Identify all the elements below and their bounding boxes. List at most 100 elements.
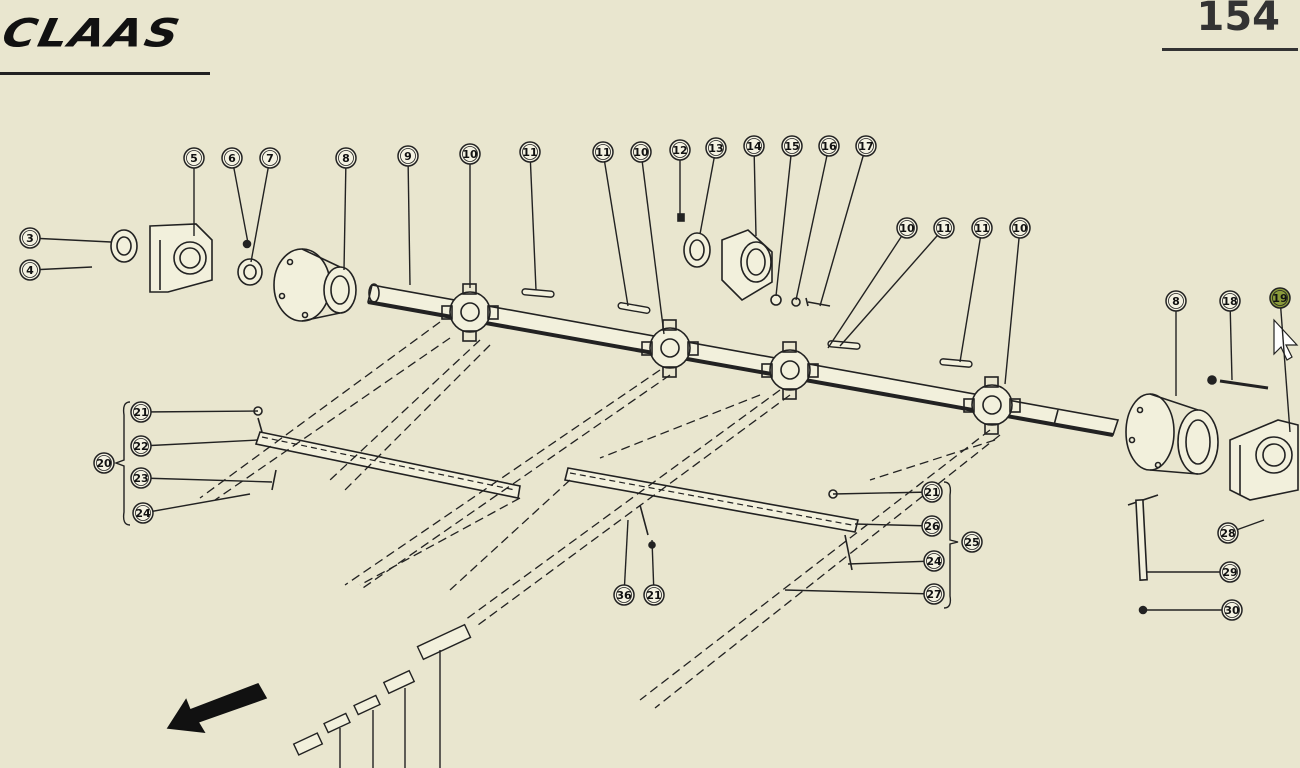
callout-leader [839,227,945,347]
guide-teeth [292,623,472,768]
chain-ghost-line [464,389,781,621]
callout-leader [699,147,717,235]
callout-leader [140,439,259,447]
callout-8: 8 [1165,290,1187,312]
callout-leader [142,493,251,514]
svg-text:9: 9 [404,150,412,163]
svg-text:14: 14 [746,140,762,153]
grease-nipple [242,239,252,249]
svg-text:23: 23 [133,472,148,485]
flange-hub [273,248,357,322]
callout-13: 13 [705,137,727,159]
callout-6: 6 [221,147,243,169]
callout-10: 10 [1009,217,1031,239]
flange-hub-right [1125,393,1219,475]
callout-leader [784,589,935,595]
callout-19: 19 [1269,287,1291,309]
svg-text:28: 28 [1220,527,1235,540]
svg-text:30: 30 [1224,604,1240,617]
callout-11: 11 [592,141,614,163]
callout-leader [29,237,112,243]
callout-leader [407,155,411,286]
svg-text:20: 20 [96,457,112,470]
callout-leader [832,491,933,495]
callout-24: 24 [923,550,945,572]
bearing-ring [237,258,263,286]
callout-29: 29 [1219,561,1241,583]
keys [521,288,973,368]
callout-21: 21 [643,584,665,606]
callout-27: 27 [923,583,945,605]
svg-text:5: 5 [190,152,198,165]
callout-leader [775,145,793,297]
svg-text:19: 19 [1272,292,1287,305]
svg-text:11: 11 [522,146,537,159]
page-number-underline [1162,48,1298,51]
callout-12: 12 [669,139,691,161]
bearing-housing [149,223,213,293]
flange-bearing [721,229,773,302]
svg-text:6: 6 [228,152,236,165]
callout-10: 10 [896,217,918,239]
callout-21: 21 [130,401,152,423]
callout-15: 15 [781,135,803,157]
chain-ghost-line [654,434,1001,709]
mouse-pointer-icon [1273,318,1299,361]
callout-10: 10 [630,141,652,163]
callout-11: 11 [971,217,993,239]
chain-ghost-line [359,374,671,591]
callout-leader [1229,300,1233,381]
callout-3: 3 [19,227,41,249]
logo-underline [0,72,210,75]
svg-text:24: 24 [135,507,151,520]
callout-23: 23 [130,467,152,489]
chain-ghost-line [214,337,451,501]
svg-text:21: 21 [924,486,939,499]
callout-4: 4 [19,259,41,281]
callout-leader [529,151,537,291]
nut [770,294,782,306]
slat [253,406,521,499]
page-number: 154 [1196,0,1281,40]
callout-leader [819,145,867,307]
callout-14: 14 [743,135,765,157]
svg-text:17: 17 [858,140,873,153]
slat [564,467,859,571]
travel-direction-arrow [166,683,268,733]
bolt-with-nut [1207,375,1269,390]
chain-ghost-line [329,339,481,481]
callout-10: 10 [459,143,481,165]
svg-text:8: 8 [342,152,350,165]
chain-ghost-line [599,394,761,459]
callout-leader [959,227,983,363]
sprocket [641,319,699,378]
callout-25: 25 [961,531,983,553]
svg-text:7: 7 [266,152,274,165]
chain-ghost-line [477,394,791,626]
svg-text:18: 18 [1222,295,1237,308]
callout-18: 18 [1219,290,1241,312]
callout-17: 17 [855,135,877,157]
callout-21: 21 [921,481,943,503]
callout-leader [1004,227,1021,385]
pin [1127,494,1159,615]
svg-text:21: 21 [646,589,661,602]
svg-text:8: 8 [1172,295,1180,308]
svg-text:22: 22 [133,440,148,453]
svg-text:25: 25 [964,536,979,549]
callout-leader [602,151,629,307]
callout-leader [640,151,665,335]
svg-text:12: 12 [672,144,687,157]
callout-16: 16 [818,135,840,157]
callout-26: 26 [921,515,943,537]
svg-text:11: 11 [595,146,610,159]
group-bracket [943,481,959,609]
sprocket [963,376,1021,435]
svg-text:3: 3 [26,232,34,245]
sprocket [761,341,819,400]
callout-leader [140,410,259,413]
chain-ghost-line [344,369,661,586]
grease-nipple [677,213,685,222]
